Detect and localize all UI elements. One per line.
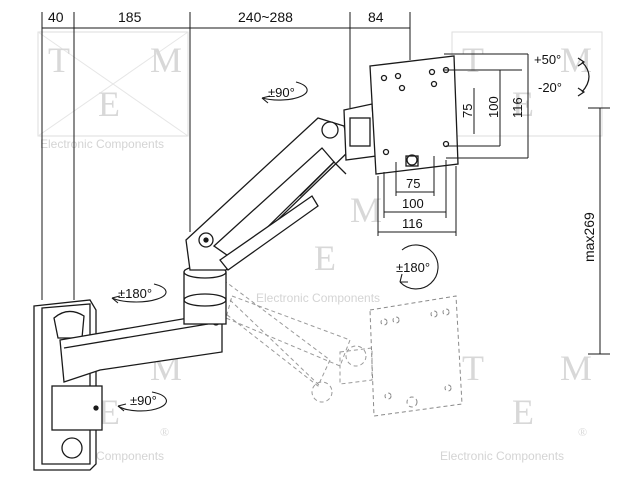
rotation-monitor: ±180° [396,260,430,275]
vesa-vertical-dims [444,53,529,159]
watermark-registered: ® [160,425,169,439]
vesa-plate [369,55,459,175]
wall-pivot-block [51,385,103,431]
watermark-letter-e: E [98,392,120,432]
height-max-label: max269 [581,212,597,262]
vesa-horizontal-dims [377,156,457,236]
watermark-letter-m: M [560,40,592,80]
watermark-letter-e: E [314,238,336,278]
rotate-arm-joint-icon [261,81,308,104]
watermark-letter-m: M [350,190,382,230]
vesa-vertical-75: 75 [460,104,475,118]
dim-arm-2: 240~288 [238,9,293,25]
vesa-horizontal-116: 116 [402,216,423,231]
ghost-vesa-plate [369,295,463,417]
tilt-head [343,103,377,161]
watermark-top-left: T M E Electronic Components [37,31,189,151]
watermark-letter-e: E [512,392,534,432]
dim-wall-offset: 40 [48,9,64,25]
dim-head: 84 [368,9,384,25]
tilt-down-label: -20° [538,80,562,95]
watermark-subtitle: Electronic Components [40,137,164,151]
watermark-letter-m: M [150,40,182,80]
watermark-subtitle: Electronic Components [256,291,380,305]
rotation-arm-joint: ±90° [268,85,295,100]
rotate-monitor-icon [399,244,439,290]
dim-arm-1: 185 [118,9,142,25]
rotate-wall-pivot-icon [117,391,167,412]
tilt-up-label: +50° [534,52,561,67]
watermark-subtitle: Electronic Components [440,449,564,463]
watermark-letter-t: T [48,40,70,80]
rotate-elbow-icon [111,283,167,304]
watermark-letter-m: M [560,348,592,388]
watermark-registered: ® [578,425,587,439]
vesa-horizontal-100: 100 [402,196,424,211]
vesa-vertical-100: 100 [486,96,501,118]
rotation-elbow: ±180° [118,286,152,301]
top-dimension-chain [41,12,411,300]
wall-plate [33,299,97,471]
rotation-wall-pivot: ±90° [130,393,157,408]
watermark-bottom-right: T M E ® Electronic Components [440,348,592,463]
watermark-letter-e: E [98,84,120,124]
elbow-column [183,265,227,325]
watermark-letter-t: T [462,40,484,80]
watermark-letter-t: T [462,348,484,388]
height-dimension [588,107,610,355]
vesa-vertical-116: 116 [510,97,525,118]
vesa-horizontal-75: 75 [406,176,420,191]
tilt-arrow-icon [577,57,590,97]
